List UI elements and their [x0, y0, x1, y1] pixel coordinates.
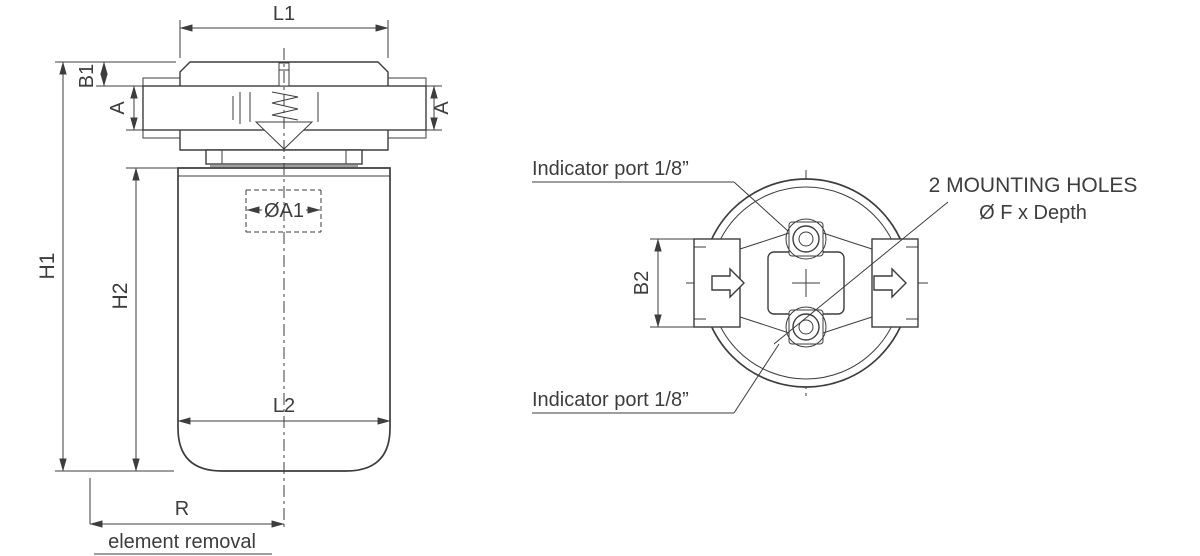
center-boss	[767, 251, 845, 315]
dim-b1: B1	[76, 61, 143, 88]
dim-label-a-left: A	[107, 101, 129, 115]
dim-l2: L2	[177, 395, 391, 425]
side-view: ØA1 L1 B1 A A	[36, 3, 453, 555]
callout-mounting-line2: Ø F x Depth	[979, 202, 1087, 224]
top-view: B2 Indicator port 1/8” Indicator port 1/…	[532, 158, 1138, 414]
dim-label-r: R	[175, 498, 189, 520]
dim-label-l1: L1	[273, 3, 295, 25]
dim-a-left: A	[107, 85, 143, 131]
dim-label-h2: H2	[109, 283, 132, 310]
dim-label-a-right: A	[431, 101, 453, 115]
flow-arrow-left	[711, 267, 745, 299]
dim-label-oa1: ØA1	[264, 200, 304, 222]
callout-indicator-bottom: Indicator port 1/8”	[532, 343, 780, 414]
dim-label-b2: B2	[631, 271, 653, 295]
casting-contours	[739, 232, 873, 334]
dim-h2: H2	[109, 167, 178, 472]
note-element-removal: element removal	[108, 531, 256, 553]
callout-indicator-top-label: Indicator port 1/8”	[532, 158, 689, 180]
callout-mounting-holes: 2 MOUNTING HOLES Ø F x Depth	[773, 174, 1138, 345]
dim-oa1: ØA1	[245, 189, 322, 233]
dim-h1: H1	[36, 61, 176, 472]
callout-indicator-bottom-label: Indicator port 1/8”	[532, 389, 689, 411]
dim-l1: L1	[179, 3, 389, 58]
indicator-port-top	[785, 218, 827, 260]
flow-arrow-right	[873, 267, 907, 299]
dim-label-h1: H1	[36, 253, 59, 280]
dim-label-l2: L2	[273, 395, 295, 417]
indicator-port-bottom	[785, 306, 827, 348]
dim-b2: B2	[631, 238, 694, 328]
dim-label-b1: B1	[76, 64, 98, 88]
callout-mounting-line1: 2 MOUNTING HOLES	[929, 174, 1138, 197]
dim-r: R element removal	[89, 478, 285, 555]
callout-indicator-top: Indicator port 1/8”	[532, 158, 789, 232]
dim-a-right: A	[426, 85, 453, 131]
